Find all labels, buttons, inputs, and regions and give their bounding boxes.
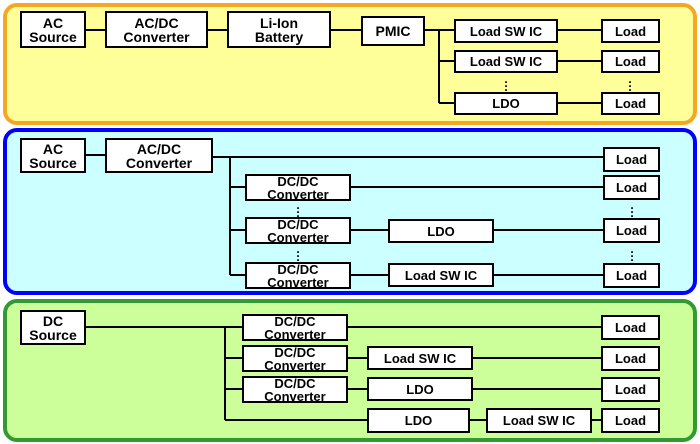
ellipsis-marker: . . . (296, 198, 300, 220)
dcdc-converter-box: DC/DC Converter (245, 217, 351, 244)
ellipsis-marker: . . . (504, 72, 508, 94)
ellipsis-marker: . . . (296, 242, 300, 264)
ldo-box: LDO (388, 219, 494, 243)
load-box: Load (603, 175, 660, 200)
dcdc-converter-box: DC/DC Converter (245, 174, 351, 201)
ac-source-box: AC Source (20, 11, 86, 48)
pmic-box: PMIC (361, 16, 425, 46)
ldo-box: LDO (454, 92, 558, 115)
acdc-converter-box: AC/DC Converter (105, 11, 208, 48)
ellipsis-marker: . . . (630, 242, 634, 264)
load-switch-ic-box: Load SW IC (454, 50, 558, 73)
ellipsis-marker: . . . (628, 72, 632, 94)
dcdc-converter-box: DC/DC Converter (242, 314, 348, 341)
dcdc-converter-box: DC/DC Converter (242, 376, 348, 403)
load-box: Load (603, 218, 660, 243)
load-box: Load (601, 377, 660, 402)
ac-source-box: AC Source (20, 138, 86, 173)
load-box: Load (603, 147, 660, 172)
li-ion-battery-box: Li-Ion Battery (227, 11, 331, 48)
ellipsis-marker: . . . (630, 198, 634, 220)
load-box: Load (601, 92, 660, 115)
load-switch-ic-box: Load SW IC (454, 19, 558, 43)
ldo-box: LDO (367, 408, 470, 433)
ldo-box: LDO (367, 377, 473, 401)
load-box: Load (603, 263, 660, 288)
dc-source-box: DC Source (20, 310, 86, 345)
load-switch-ic-box: Load SW IC (388, 263, 494, 287)
dcdc-converter-box: DC/DC Converter (242, 345, 348, 372)
panel-dc-system (3, 299, 697, 442)
load-box: Load (601, 50, 660, 73)
acdc-converter-box: AC/DC Converter (105, 138, 213, 173)
load-switch-ic-box: Load SW IC (367, 346, 473, 370)
load-box: Load (601, 346, 660, 371)
load-box: Load (601, 315, 660, 340)
load-switch-ic-box: Load SW IC (486, 408, 592, 433)
load-box: Load (601, 408, 660, 433)
dcdc-converter-box: DC/DC Converter (245, 262, 351, 289)
load-box: Load (601, 19, 660, 43)
